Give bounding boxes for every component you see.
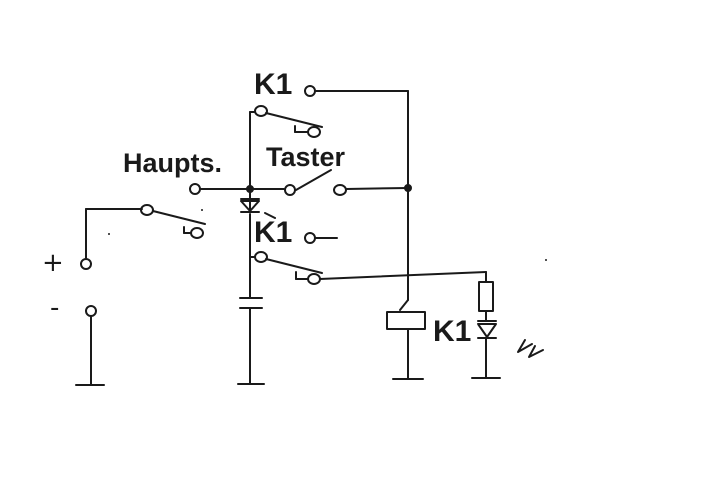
led-light-arrows-icon	[517, 339, 544, 358]
k1-top-label: K1	[254, 68, 293, 101]
taster-switch	[249, 169, 412, 196]
central-bus	[246, 111, 254, 384]
led-branch	[471, 271, 501, 379]
taster-label: Taster	[266, 142, 346, 172]
stray-dots	[108, 209, 547, 261]
diode	[240, 198, 276, 219]
minus-sign-label: -	[50, 293, 60, 323]
positive-terminal	[80, 208, 143, 270]
k1-relay-label: K1	[433, 315, 472, 348]
k1-top-contact	[249, 85, 409, 189]
relay-coil	[386, 187, 426, 380]
capacitor	[239, 297, 263, 309]
plus-sign-label: +	[42, 248, 64, 278]
haupts-label: Haupts.	[123, 148, 223, 178]
main-switch-input	[140, 204, 206, 239]
k1-middle-label: K1	[254, 216, 293, 249]
negative-terminal	[75, 305, 105, 386]
k1-middle-contact	[249, 232, 487, 285]
haupts-terminal	[189, 183, 251, 195]
